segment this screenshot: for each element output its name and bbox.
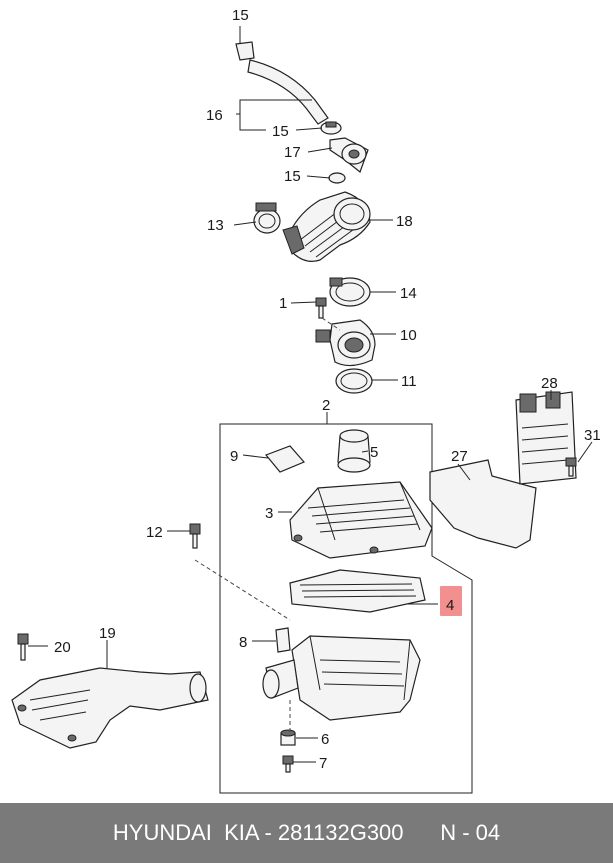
callout-12: 12	[146, 524, 163, 541]
air-duct	[337, 429, 371, 473]
retaining-clip	[275, 627, 291, 653]
breather-fitting	[329, 137, 369, 173]
filter-element	[289, 569, 426, 613]
label-sticker	[265, 445, 306, 473]
callout-5: 5	[370, 444, 378, 461]
bolt-7	[282, 755, 294, 773]
leader-lines	[28, 26, 593, 763]
callout-15-low: 15	[284, 168, 301, 185]
air-cleaner-cover	[289, 481, 433, 559]
air-cleaner-body	[262, 635, 421, 721]
callout-2: 2	[322, 397, 330, 414]
callout-28: 28	[541, 375, 558, 392]
o-ring	[335, 368, 373, 394]
callout-15-top: 15	[232, 7, 249, 24]
callout-1: 1	[279, 295, 287, 312]
callout-19: 19	[99, 625, 116, 642]
intake-hose	[282, 191, 371, 262]
callout-20: 20	[54, 639, 71, 656]
highlight-box	[440, 586, 462, 616]
hose-clamp	[320, 121, 342, 135]
ecu-bracket	[429, 459, 537, 549]
callout-16: 16	[206, 107, 223, 124]
callout-9: 9	[230, 448, 238, 465]
callout-8: 8	[239, 634, 247, 651]
callout-13: 13	[207, 217, 224, 234]
hose-clamp-lower	[328, 172, 346, 184]
footer-part-code: HYUNDAI KIA - 281132G300 N - 04	[112, 820, 501, 845]
callout-27: 27	[451, 448, 468, 465]
footer-bar: HYUNDAI KIA - 281132G300 N - 04	[0, 803, 613, 863]
intake-clamp	[253, 202, 281, 234]
bolt-1	[315, 297, 341, 331]
clamp-ring	[329, 277, 371, 307]
callout-15-mid: 15	[272, 123, 289, 140]
ecu-module	[515, 391, 577, 485]
callout-10: 10	[400, 327, 417, 344]
callout-11: 11	[401, 373, 417, 390]
breather-hose	[235, 28, 329, 125]
bolt-12	[189, 523, 291, 621]
air-flow-sensor	[315, 319, 376, 367]
callout-4: 4	[446, 597, 454, 614]
callout-3: 3	[265, 505, 273, 522]
bolt-31	[565, 457, 577, 477]
rubber-mount	[280, 729, 296, 746]
bolt-20	[17, 633, 29, 661]
callout-18: 18	[396, 213, 413, 230]
callout-7: 7	[319, 755, 327, 772]
assembly-bracket	[219, 423, 473, 794]
callout-31: 31	[584, 427, 601, 444]
callout-6: 6	[321, 731, 329, 748]
intake-duct	[11, 667, 209, 749]
callout-17: 17	[284, 144, 301, 161]
callout-14: 14	[400, 285, 417, 302]
parts-diagram: 15 16 15 17 15 13 18 1 14 10 11 2 28 9 5…	[11, 7, 601, 794]
